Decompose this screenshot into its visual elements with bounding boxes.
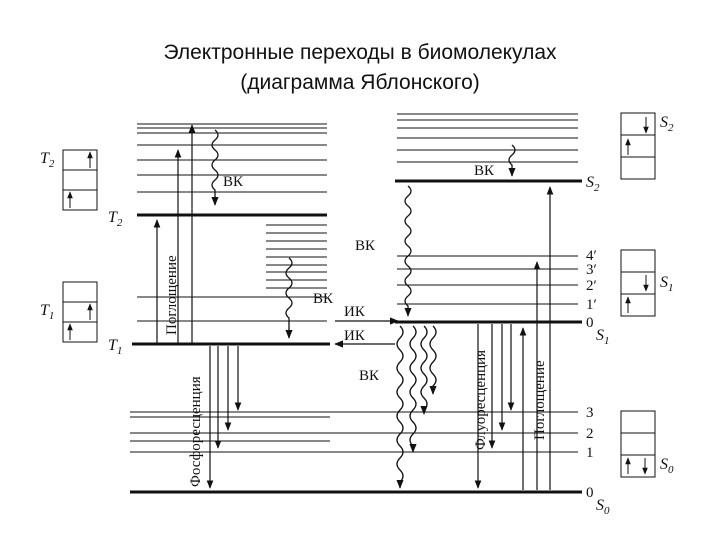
vc-wavy-s2-s1 [404,185,412,317]
t1-vibrational-levels [137,224,327,322]
s1-vib-1: 1′ [586,297,597,313]
label-t2-box: T2 [40,150,55,170]
label-ik-lower: ИК [344,328,366,344]
s0-vibrational-levels [130,411,578,453]
label-vk-s1: ВК [359,368,380,384]
vc-wavy-t1 [285,257,293,339]
s1-vib-3: 3′ [586,262,597,278]
label-ik-upper: ИК [344,304,366,320]
s1-vibrational-levels [397,255,578,305]
label-vk-s-upper: ВК [474,163,495,179]
vc-wavy-s1-d [429,325,437,395]
s0-vib-2: 2 [586,426,594,442]
s0-vib-3: 3 [586,405,594,421]
absorption-arrows-triplet [153,124,196,344]
spin-box-s0 [620,410,656,478]
label-s2-box: S2 [660,114,674,134]
label-t1-box: T1 [40,302,54,322]
label-vk-t-upper: ВК [223,174,244,190]
s1-vib-4: 4′ [586,248,597,264]
label-vk-t1: ВК [313,291,334,307]
label-s1-level: S1 [596,327,610,347]
label-t1-level: T1 [108,337,122,357]
spin-box-t1 [62,281,98,343]
vc-wavy-t-upper [211,129,219,206]
spin-box-t2 [62,149,98,211]
label-s0-level: S0 [596,497,610,517]
singlet-upper-levels [397,113,578,163]
diagram-title-line1: Электронные переходы в биомолекулах [163,41,557,64]
label-t2-level: T2 [108,209,123,229]
absorption-arrows-singlet [519,186,554,490]
diagram-title-line2: (диаграмма Яблонского) [240,71,480,94]
phosphorescence-arrows [206,346,242,489]
label-s2-level: S2 [586,174,600,194]
label-absorption-triplet: Поглощение [164,255,180,335]
label-phosphorescence: Фосфоресценция [188,376,204,487]
label-s0-box: S0 [660,456,674,476]
vc-wavy-s1-b [409,325,417,453]
s0-vib-0: 0 [586,485,594,501]
vc-wavy-s1-c [420,325,428,415]
s1-vib-0: 0 [586,315,594,331]
label-fluorescence: Флуоресценция [473,350,489,450]
label-absorption-singlet: Поглощение [532,360,548,440]
fluorescence-arrows [474,324,515,489]
vc-wavy-s1-a [396,325,404,489]
s0-extra-levels [130,416,330,442]
ic-arrows [334,317,399,348]
label-vk-s2: ВК [355,238,376,254]
spin-box-s1 [620,249,656,317]
s1-vib-2: 2′ [586,278,597,294]
s0-vib-1: 1 [586,445,594,461]
triplet-upper-levels [137,123,327,193]
spin-box-s2 [620,112,656,180]
label-s1-box: S1 [660,274,674,294]
vc-wavy-s-upper [508,144,516,177]
